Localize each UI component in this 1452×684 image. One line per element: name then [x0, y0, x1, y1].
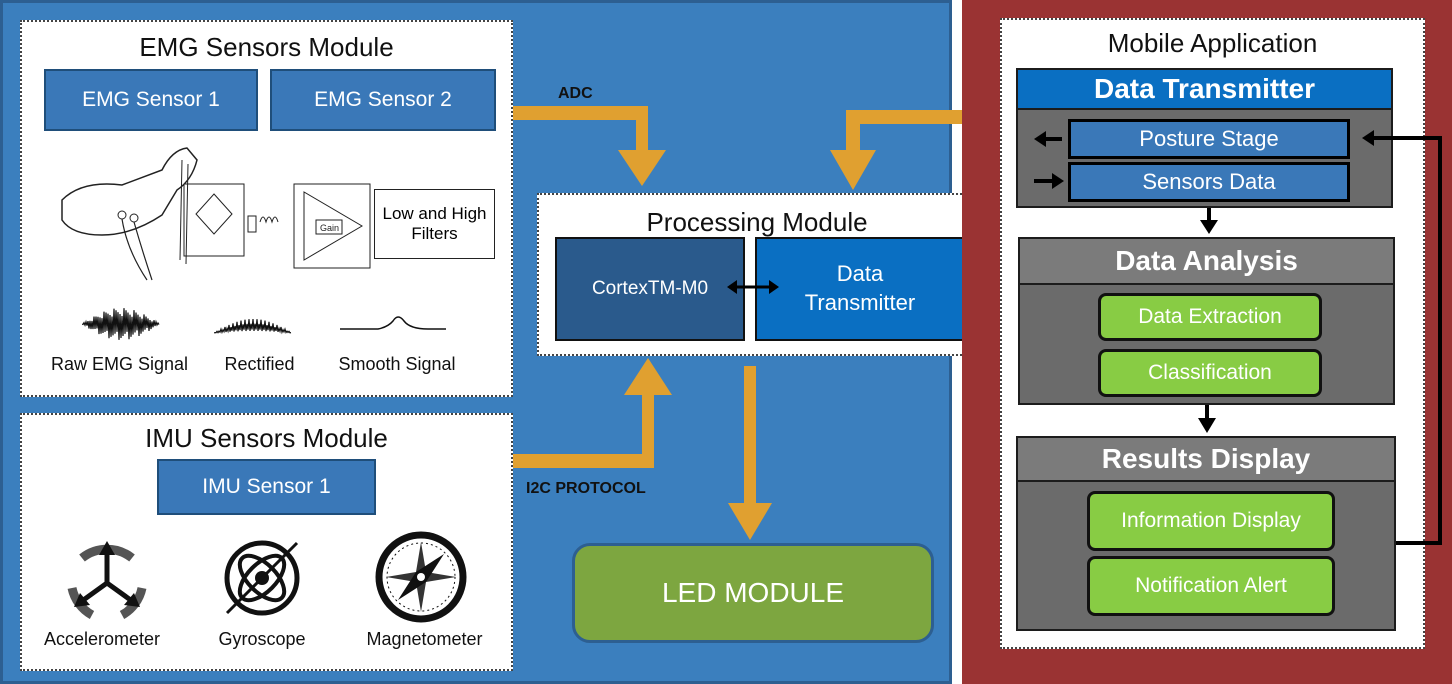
bidirectional-arrow-icon	[727, 280, 779, 294]
gyroscope-label: Gyroscope	[218, 629, 306, 649]
app-data-transmitter: Data Transmitter Posture Stage Sensors D…	[1016, 68, 1393, 208]
arm-electrode-illustration	[61, 147, 198, 281]
data-analysis-title: Data Analysis	[1020, 239, 1393, 285]
smooth-waveform	[340, 316, 446, 330]
data-extraction: Data Extraction	[1098, 293, 1322, 341]
magnetometer-label: Magnetometer	[366, 629, 483, 649]
processing-module: Processing Module CortexTM-M0 Data Trans…	[537, 193, 977, 356]
posture-stage: Posture Stage	[1068, 119, 1350, 159]
led-arrow	[728, 366, 772, 540]
mobile-link-arrow	[830, 98, 1000, 190]
app-data-transmitter-title: Data Transmitter	[1018, 70, 1391, 110]
information-display: Information Display	[1087, 491, 1335, 551]
raw-emg-label: Raw EMG Signal	[50, 354, 189, 374]
svg-text:Gain: Gain	[320, 223, 339, 233]
results-display-block: Results Display Information Display Noti…	[1016, 436, 1396, 631]
processing-data-transmitter: Data Transmitter	[755, 237, 965, 341]
accelerometer-icon	[67, 541, 147, 619]
emg-sensor-1: EMG Sensor 1	[44, 69, 258, 131]
gyroscope-icon	[224, 540, 300, 616]
adc-arrow	[513, 106, 666, 186]
emg-sensors-module: EMG Sensors Module EMG Sensor 1 EMG Sens…	[20, 20, 513, 397]
emg-sensor-2: EMG Sensor 2	[270, 69, 496, 131]
rectifier-circuit-icon	[183, 183, 279, 257]
notification-alert: Notification Alert	[1087, 556, 1335, 616]
led-module: LED MODULE	[572, 543, 934, 643]
rectified-label: Rectified	[224, 354, 295, 374]
cortex-m0-processor: CortexTM-M0	[555, 237, 745, 341]
smooth-signal-label: Smooth Signal	[338, 354, 456, 374]
data-analysis-block: Data Analysis Data Extraction Classifica…	[1018, 237, 1395, 405]
mobile-app-title: Mobile Application	[1107, 28, 1318, 58]
filter-box: Low and High Filters	[374, 189, 495, 259]
adc-label: ADC	[558, 85, 593, 102]
raw-emg-waveform	[82, 308, 160, 340]
amplifier-gain-icon: Gain	[293, 183, 371, 269]
i2c-arrow	[513, 358, 672, 468]
accelerometer-label: Accelerometer	[43, 629, 161, 649]
imu-module-title: IMU Sensors Module	[145, 423, 388, 453]
imu-sensor-1: IMU Sensor 1	[157, 459, 376, 515]
magnetometer-compass-icon	[375, 531, 467, 623]
results-display-title: Results Display	[1018, 438, 1394, 482]
sensors-data: Sensors Data	[1068, 162, 1350, 202]
classification: Classification	[1098, 349, 1322, 397]
rectified-waveform	[214, 318, 292, 335]
i2c-label: I2C PROTOCOL	[526, 480, 646, 497]
emg-module-title: EMG Sensors Module	[139, 32, 394, 62]
processing-module-title: Processing Module	[646, 207, 868, 237]
imu-sensors-module: IMU Sensors Module IMU Sensor 1 Accelero…	[20, 413, 513, 671]
